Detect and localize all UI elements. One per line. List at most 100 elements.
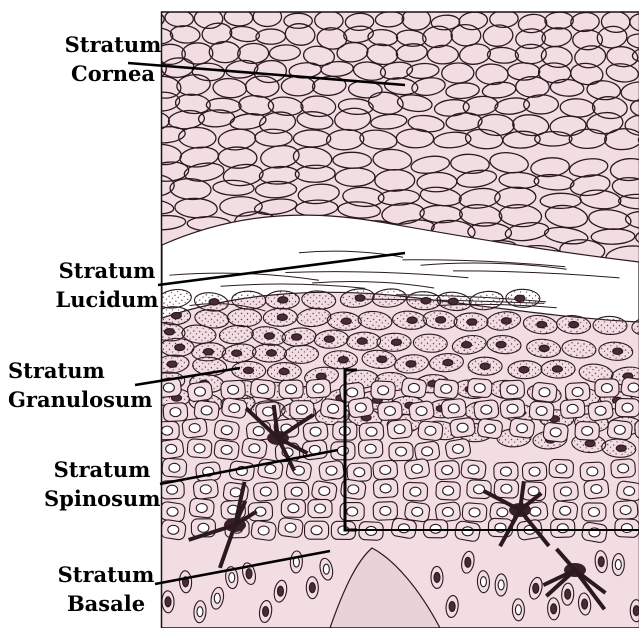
spinosum-nucleus (253, 427, 264, 436)
spinosum-nucleus (517, 424, 528, 433)
spinosum-nucleus (396, 447, 407, 456)
spinosum-nucleus (196, 504, 207, 513)
spinosum-nucleus (194, 444, 205, 453)
spinosum-nucleus (497, 508, 508, 517)
spinosum-nucleus (560, 506, 571, 515)
spinosum-nucleus (194, 387, 205, 396)
spinosum-nucleus (556, 464, 567, 473)
spinosum-nucleus (560, 487, 571, 496)
basale-nucleus (465, 557, 471, 567)
granulosum-nucleus (355, 295, 365, 301)
basale-nucleus (498, 580, 504, 590)
basale-nucleus (263, 606, 269, 616)
spinosum-nucleus (394, 425, 405, 434)
granulosum-cell (593, 316, 627, 335)
basale-nucleus (214, 593, 220, 603)
basale-nucleus (533, 583, 539, 593)
basale-nucleus (598, 557, 604, 567)
spinosum-nucleus (624, 487, 635, 496)
spinosum-nucleus (557, 524, 568, 533)
granulosum-nucleus (266, 350, 276, 356)
spinosum-nucleus (539, 388, 550, 397)
granulosum-nucleus (357, 338, 367, 344)
label-layer-name: Lucidum (52, 285, 162, 314)
granulosum-nucleus (377, 356, 387, 362)
spinosum-nucleus (620, 506, 631, 515)
granulosum-nucleus (443, 359, 453, 365)
spinosum-nucleus (588, 508, 599, 517)
spinosum-nucleus (443, 486, 454, 495)
granulosum-nucleus (278, 297, 288, 303)
granulosum-nucleus (585, 440, 595, 446)
granulosum-nucleus (164, 329, 174, 335)
basale-nucleus (246, 569, 252, 579)
spinosum-nucleus (469, 508, 480, 517)
spinosum-nucleus (380, 506, 391, 515)
label-stratum-basale: Stratum Basale (56, 560, 156, 618)
spinosum-nucleus (621, 524, 632, 533)
label-word: Stratum (52, 256, 162, 285)
granulosum-nucleus (324, 336, 334, 342)
spinosum-nucleus (507, 385, 518, 394)
basale-nucleus (277, 586, 283, 596)
spinosum-nucleus (378, 386, 389, 395)
spinosum-nucleus (572, 387, 583, 396)
spinosum-nucleus (501, 484, 512, 493)
granulosum-nucleus (264, 333, 274, 339)
granulosum-nucleus (203, 349, 213, 355)
spinosum-nucleus (311, 526, 322, 535)
spinosum-nucleus (422, 447, 433, 456)
label-word: Stratum (44, 455, 160, 484)
spinosum-nucleus (481, 405, 492, 414)
granulosum-nucleus (175, 344, 185, 350)
granulosum-nucleus (167, 361, 177, 367)
spinosum-nucleus (347, 507, 358, 516)
label-stratum-cornea: Stratum Cornea (64, 30, 162, 88)
spinosum-nucleus (412, 507, 423, 516)
spinosum-nucleus (430, 524, 441, 533)
spinosum-nucleus (201, 406, 212, 415)
spinosum-nucleus (163, 383, 174, 392)
spinosum-nucleus (408, 383, 419, 392)
spinosum-nucleus (229, 404, 240, 413)
spinosum-nucleus (166, 444, 177, 453)
spinosum-nucleus (474, 384, 485, 393)
spinosum-nucleus (591, 485, 602, 494)
granulosum-nucleus (552, 366, 562, 372)
spinosum-nucleus (258, 526, 269, 535)
spinosum-nucleus (169, 463, 180, 472)
spinosum-nucleus (628, 383, 639, 392)
granulosum-nucleus (480, 363, 490, 369)
spinosum-nucleus (582, 426, 593, 435)
basale-nucleus (449, 602, 455, 612)
granulosum-nucleus (406, 361, 416, 367)
spinosum-nucleus (550, 428, 561, 437)
spinosum-nucleus (622, 403, 633, 412)
basale-nucleus (515, 605, 521, 615)
granulosum-nucleus (616, 445, 626, 451)
granulosum-nucleus (292, 334, 302, 340)
spinosum-nucleus (326, 466, 337, 475)
spinosum-nucleus (313, 384, 324, 393)
spinosum-nucleus (328, 404, 339, 413)
granulosum-nucleus (462, 342, 472, 348)
spinosum-nucleus (412, 464, 423, 473)
spinosum-nucleus (453, 444, 464, 453)
granulosum-nucleus (501, 318, 511, 324)
granulosum-nucleus (171, 312, 181, 318)
granulosum-nucleus (243, 367, 253, 373)
granulosum-nucleus (613, 348, 623, 354)
spinosum-nucleus (167, 507, 178, 516)
spinosum-nucleus (398, 524, 409, 533)
basale-nucleus (165, 597, 171, 607)
spinosum-nucleus (167, 485, 178, 494)
spinosum-nucleus (416, 407, 427, 416)
granulosum-nucleus (539, 345, 549, 351)
granulosum-nucleus (519, 366, 529, 372)
spinosum-nucleus (425, 426, 436, 435)
spinosum-nucleus (263, 407, 274, 416)
spinosum-nucleus (168, 525, 179, 534)
spinosum-nucleus (293, 466, 304, 475)
label-layer-name: Basale (56, 589, 156, 618)
